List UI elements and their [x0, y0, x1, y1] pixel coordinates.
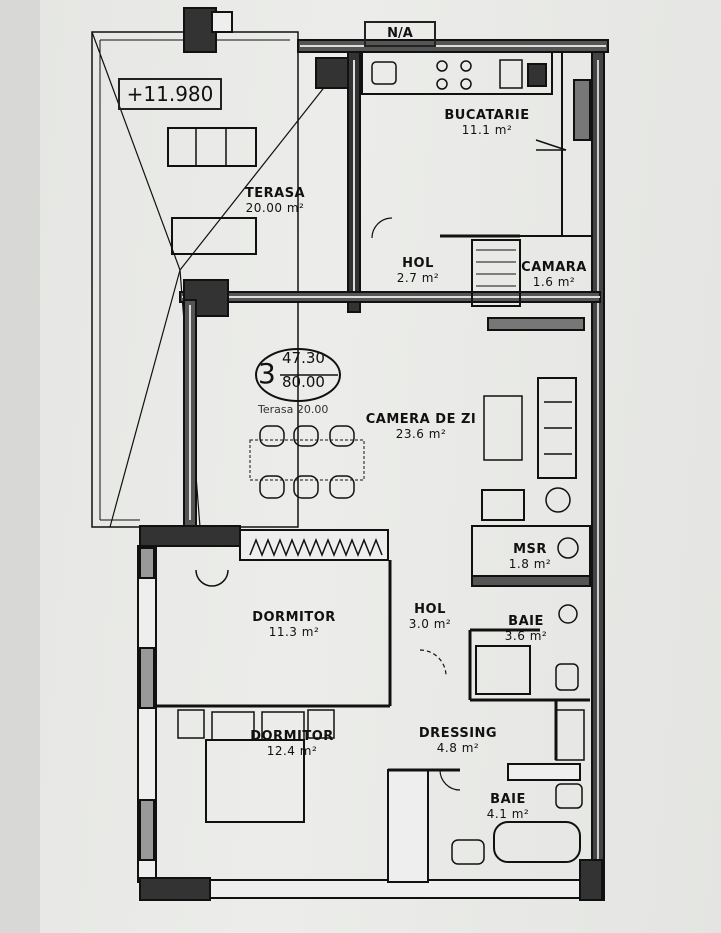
room-name: DORMITOR	[250, 729, 334, 744]
room-label-msr: MSR 1.8 m²	[509, 542, 551, 572]
room-area: 3.6 m²	[504, 629, 548, 643]
apartment-badge: 3 47.30 80.00	[252, 345, 344, 405]
room-area: 1.8 m²	[508, 557, 552, 571]
room-name: MSR	[513, 542, 547, 557]
access-label: N/A	[364, 21, 436, 47]
room-area: 1.6 m²	[532, 275, 576, 289]
room-label-terasa: TERASA 20.00 m²	[245, 186, 305, 216]
room-label-baie-1: BAIE 3.6 m²	[505, 614, 547, 644]
terrace-note: Terasa 20.00	[258, 403, 329, 416]
apartment-badge-frame	[255, 348, 341, 402]
room-name: HOL	[414, 602, 446, 617]
room-area: 2.7 m²	[396, 271, 440, 285]
room-label-baie-2: BAIE 4.1 m²	[487, 792, 529, 822]
room-label-hol-top: HOL 2.7 m²	[397, 256, 439, 286]
room-name: CAMARA	[521, 260, 587, 275]
room-area: 20.00 m²	[245, 201, 305, 215]
room-name: HOL	[402, 256, 434, 271]
room-name: DRESSING	[418, 726, 498, 741]
room-area: 11.1 m²	[461, 123, 513, 137]
room-area: 23.6 m²	[395, 427, 447, 441]
room-name: BAIE	[490, 792, 526, 807]
room-name: BUCATARIE	[444, 108, 530, 123]
room-name: CAMERA DE ZI	[365, 412, 477, 427]
room-area: 12.4 m²	[266, 744, 318, 758]
room-name: DORMITOR	[252, 610, 336, 625]
elevation-marker: +11.980	[118, 78, 222, 110]
apartment-number: 3	[258, 357, 276, 390]
room-label-camera-de-zi: CAMERA DE ZI 23.6 m²	[366, 412, 476, 442]
room-label-dormitor-2: DORMITOR 12.4 m²	[250, 729, 334, 759]
room-name: BAIE	[508, 614, 544, 629]
room-name: TERASA	[244, 186, 306, 201]
room-label-camara: CAMARA 1.6 m²	[521, 260, 587, 290]
room-area: 4.8 m²	[436, 741, 480, 755]
room-label-hol-mid: HOL 3.0 m²	[409, 602, 451, 632]
apartment-area-total: 80.00	[282, 373, 325, 391]
room-area: 4.1 m²	[486, 807, 530, 821]
room-label-dormitor-1: DORMITOR 11.3 m²	[252, 610, 336, 640]
room-label-dressing: DRESSING 4.8 m²	[419, 726, 497, 756]
room-label-bucatarie: BUCATARIE 11.1 m²	[444, 108, 529, 138]
room-area: 3.0 m²	[408, 617, 452, 631]
apartment-area-net: 47.30	[282, 349, 325, 367]
room-area: 11.3 m²	[268, 625, 320, 639]
